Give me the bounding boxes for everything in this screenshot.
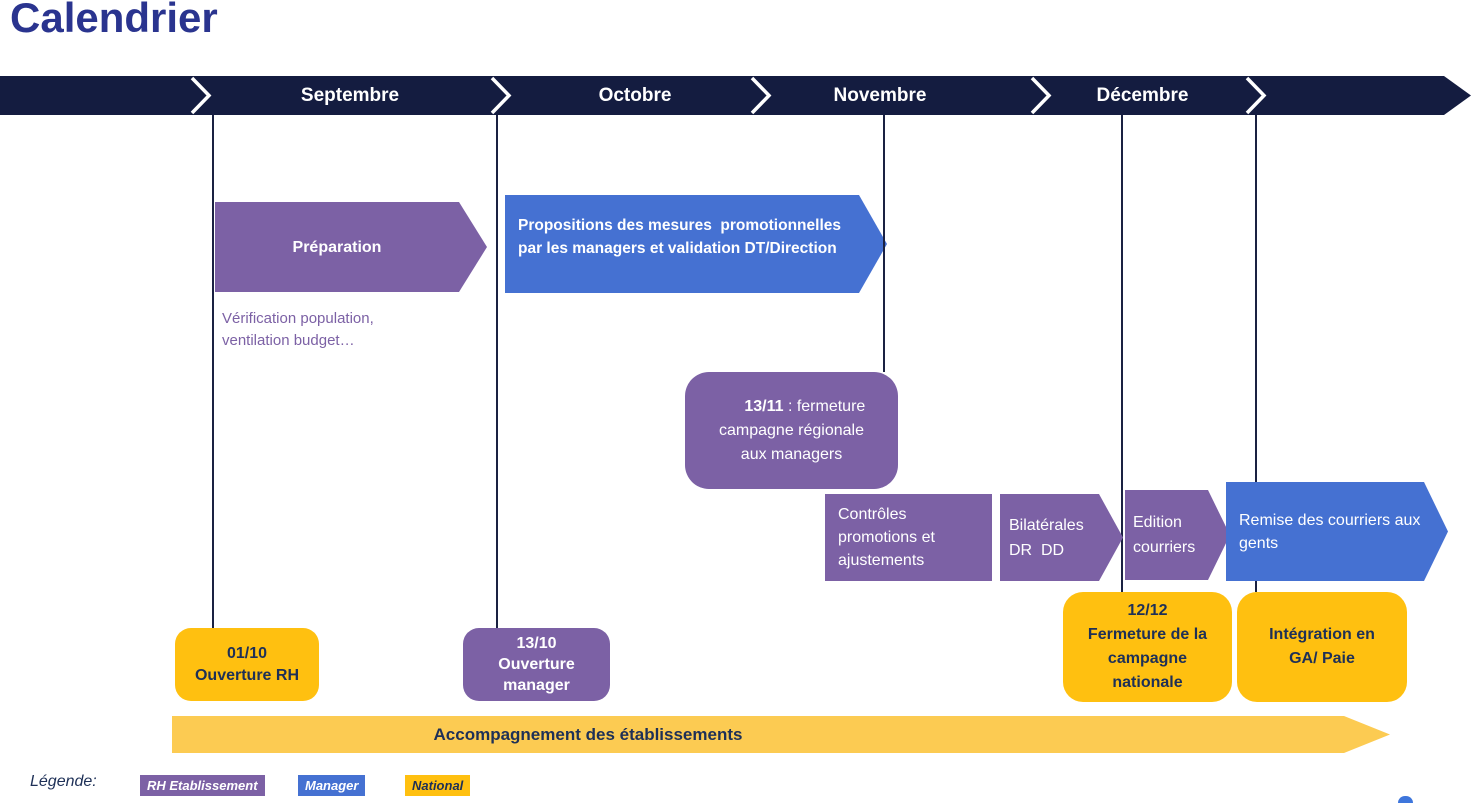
phase-remise-courriers: Remise des courriers aux gents — [1226, 482, 1448, 581]
phase-preparation: Préparation — [215, 202, 487, 292]
month-decembre: Décembre — [1096, 85, 1189, 106]
milestone-ouverture-manager: 13/10 Ouverture manager — [463, 628, 610, 701]
phase-bilaterales-label: Bilatérales DR DD — [1009, 516, 1084, 559]
legend-title: Légende: — [30, 773, 97, 790]
phase-edition-courriers: Edition courriers — [1125, 490, 1230, 580]
connector-line-integration — [1255, 115, 1257, 592]
legend-chip-national: National — [405, 775, 471, 796]
phase-controles-label: Contrôles promotions et ajustements — [838, 506, 940, 569]
milestone-fermeture-nationale-date: 12/12 — [1127, 602, 1168, 619]
event-fermeture-regionale-text: : fermeture campagne régionale aux manag… — [719, 397, 870, 463]
milestone-ouverture-manager-label: Ouverture manager — [498, 656, 575, 694]
milestone-ouverture-manager-date: 13/10 — [516, 635, 557, 652]
preparation-note: Vérification population, ventilation bud… — [222, 310, 374, 349]
legend-chip-manager: Manager — [298, 775, 366, 796]
milestone-fermeture-nationale-label: Fermeture de la campagne nationale — [1087, 626, 1208, 691]
phase-preparation-label: Préparation — [292, 238, 382, 256]
milestone-integration-paie: Intégration en GA/ Paie — [1237, 592, 1407, 702]
month-octobre: Octobre — [598, 85, 672, 106]
milestone-integration-paie-label: Intégration en GA/ Paie — [1269, 626, 1375, 667]
phase-propositions: Propositions des mesures promotionnelles… — [505, 195, 887, 293]
phase-remise-courriers-label: Remise des courriers aux gents — [1239, 511, 1421, 552]
phase-controles: Contrôles promotions et ajustements — [825, 494, 992, 581]
milestone-ouverture-rh-date: 01/10 — [226, 644, 268, 662]
timeline-banner — [0, 76, 1471, 115]
month-septembre: Septembre — [300, 85, 400, 106]
phase-accompagnement-label: Accompagnement des établissements — [433, 725, 743, 744]
event-fermeture-regionale: 13/11 : fermeture campagne régionale aux… — [685, 372, 898, 489]
milestone-ouverture-rh: 01/10 Ouverture RH — [175, 628, 319, 701]
phase-propositions-label: Propositions des mesures promotionnelles… — [518, 217, 841, 257]
logo-fragment-icon — [1398, 796, 1413, 803]
milestone-ouverture-rh-label: Ouverture RH — [194, 666, 300, 684]
phase-edition-courriers-label: Edition courriers — [1133, 514, 1196, 556]
month-novembre: Novembre — [833, 85, 927, 106]
phase-bilaterales: Bilatérales DR DD — [1000, 494, 1123, 581]
page-title: Calendrier — [10, 0, 218, 41]
milestone-fermeture-nationale: 12/12 Fermeture de la campagne nationale — [1063, 592, 1232, 702]
legend-chip-rh-etablissement: RH Etablissement — [140, 775, 265, 796]
phase-accompagnement: Accompagnement des établissements — [172, 716, 1390, 753]
event-fermeture-regionale-date: 13/11 — [744, 397, 784, 415]
connector-line-13-11 — [883, 115, 885, 372]
connector-line-13-10 — [496, 115, 498, 628]
connector-line-01-10 — [212, 115, 214, 628]
connector-line-12-12 — [1121, 115, 1123, 592]
